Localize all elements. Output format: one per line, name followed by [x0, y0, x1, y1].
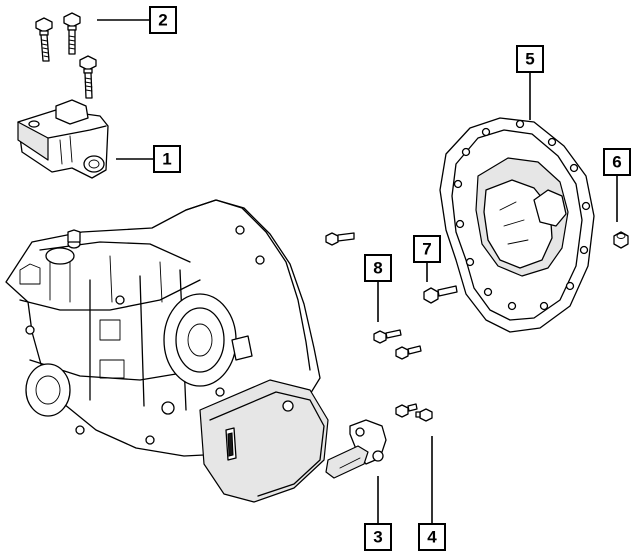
callout-8-number: 8	[373, 259, 382, 278]
torque-converter-cover-part-5	[439, 117, 595, 333]
transmission-details	[19, 225, 294, 461]
leader-lines	[97, 19, 618, 524]
callout-7-number: 7	[422, 240, 431, 259]
callout-2: 2	[149, 6, 177, 34]
bolt-part-8a	[373, 329, 402, 344]
mount-bracket-part-1	[17, 99, 109, 179]
bolt-2c	[79, 55, 97, 99]
bracket-part-3	[325, 419, 387, 479]
callout-2-number: 2	[158, 11, 167, 30]
transmission-assembly	[5, 199, 329, 503]
bolt-2b	[63, 12, 81, 55]
callout-6-number: 6	[612, 153, 621, 172]
callout-1: 1	[153, 145, 181, 173]
cover-bolt-holes	[453, 119, 591, 311]
callout-4: 4	[418, 523, 446, 551]
callout-4-number: 4	[427, 528, 437, 547]
callout-5: 5	[516, 45, 544, 73]
callout-1-number: 1	[162, 150, 171, 169]
callout-7: 7	[413, 235, 441, 263]
callout-3: 3	[364, 523, 392, 551]
callout-8: 8	[364, 254, 392, 282]
bolt-part-4b	[415, 408, 433, 422]
bolt-part-7b	[423, 285, 458, 304]
bolt-part-7a	[325, 232, 355, 246]
callout-5-number: 5	[525, 50, 534, 69]
nut-part-6	[613, 231, 629, 249]
callout-6: 6	[603, 148, 631, 176]
bolt-part-4a	[395, 403, 418, 418]
mount-bolts-part-2	[35, 12, 97, 99]
bolt-part-8b	[395, 345, 422, 360]
bolt-2a	[35, 17, 53, 62]
callout-3-number: 3	[373, 528, 382, 547]
